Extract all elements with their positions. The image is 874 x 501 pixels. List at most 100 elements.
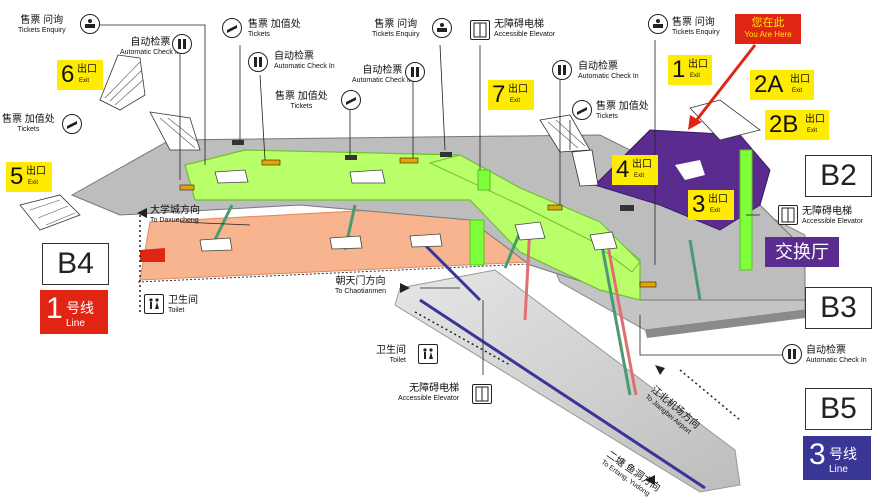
exit-5-en: Exit [28,180,39,186]
label-accessible-elevator-b5: 无障碍电梯 Accessible Elevator [398,383,460,402]
stair-hatching [29,61,586,226]
service-counters [232,140,634,211]
label-cn: 自动检票 [274,51,314,62]
exit-2b-en: Exit [807,128,818,134]
label-en: Tickets Enquiry [18,26,66,34]
exit-1-en: Exit [690,73,701,79]
label-tickets-enquiry-right: 售票 问询 Tickets Enquiry [672,17,720,36]
level-b5: B5 [805,388,872,430]
label-accessible-elevator-top: 无障碍电梯 Accessible Elevator [494,19,555,38]
label-cn: 卫生间 [168,295,198,306]
toilet-icon [144,294,164,314]
ticket-machine-icon [222,18,242,38]
label-auto-checkin-center2: 自动检票 Automatic Check In [352,65,413,84]
ticket-machine-icon [572,100,592,120]
you-are-here-en: You Are Here [744,30,792,39]
exit-4: 4 出口 Exit [612,155,658,185]
exit-7: 7 出口 Exit [488,80,534,110]
label-tickets-center: 售票 加值处 Tickets [275,91,328,110]
exit-2b-number: 2B [769,111,799,138]
exit-1-cn: 出口 [688,59,708,70]
label-en: Automatic Check In [806,356,867,364]
label-cn: 自动检票 [130,37,171,48]
direction-cn: 大学城方向 [150,205,200,216]
exit-3-number: 3 [692,191,706,218]
line3-track [419,298,706,490]
line1-platform-stripe [140,248,165,262]
label-toilet-b5: 卫生间 Toilet [376,345,406,364]
ticket-office-icon [432,18,452,38]
ticket-office-icon [648,14,668,34]
you-are-here-badge: 您在此 You Are Here [735,14,801,44]
label-cn: 售票 加值处 [2,114,55,125]
direction-chaotianmen: 朝天门方向 To Chaotianmen [335,276,386,295]
line1-number: 1 [46,292,63,325]
elevator-icon [778,205,798,225]
label-cn: 自动检票 [362,65,403,76]
gate-icon [405,62,425,82]
stairs [19,54,761,231]
ticket-machine-icon [341,90,361,110]
label-toilet-b4: 卫生间 Toilet [168,295,198,314]
line3-badge: 3 号线 Line [803,436,871,480]
transfer-hall-label: 交换厅 [765,237,839,267]
label-auto-checkin-right-bottom: 自动检票 Automatic Check In [806,345,867,364]
label-tickets-right: 售票 加值处 Tickets [596,101,649,120]
direction-cn: 朝天门方向 [335,276,386,287]
level-b3: B3 [805,287,872,329]
direction-en: To Daxuecheng [150,216,199,224]
exit-2a-number: 2A [754,71,784,98]
exit-4-en: Exit [634,173,645,179]
label-cn: 售票 加值处 [248,19,301,30]
direction-arrows [137,208,665,485]
exit-7-cn: 出口 [508,84,528,95]
exit-7-number: 7 [492,81,506,108]
label-en: Tickets Enquiry [372,30,420,38]
exit-3-cn: 出口 [708,194,728,205]
label-cn: 售票 加值处 [596,101,649,112]
label-en: Accessible Elevator [398,394,460,402]
line1-edge [137,263,531,283]
exit-2a-cn: 出口 [790,74,810,85]
gate-icon [782,344,802,364]
green-concourse [184,149,641,301]
gate-icon [172,34,192,54]
label-en: Automatic Check In [120,48,181,56]
line1-cn: 号线 [66,300,94,316]
exit-5-cn: 出口 [26,166,46,177]
label-tickets-enquiry-center: 售票 问询 Tickets Enquiry [372,19,420,38]
exit-1: 1 出口 Exit [668,55,712,85]
level-b2: B2 [805,155,872,197]
dotted-lines [139,215,741,421]
exit-4-cn: 出口 [632,159,652,170]
label-auto-checkin-center: 自动检票 Automatic Check In [274,51,335,70]
exit-5: 5 出口 Exit [6,162,52,192]
label-auto-checkin-right-top: 自动检票 Automatic Check In [578,61,639,80]
label-en: Automatic Check In [274,62,335,70]
label-en: Tickets Enquiry [672,28,720,36]
you-are-here-cn: 您在此 [751,17,785,29]
direction-en: To Chaotianmen [335,287,386,295]
exit-1-number: 1 [672,56,686,83]
exit-5-number: 5 [10,163,24,190]
line1-en: Line [66,318,85,329]
label-cn: 无障碍电梯 [409,383,460,394]
label-cn: 无障碍电梯 [802,206,852,217]
label-en: Tickets [17,125,40,133]
level-b4: B4 [42,243,109,285]
line3-cn: 号线 [829,446,857,462]
b3-floor-edge [645,310,805,338]
ticket-office-icon [80,14,100,34]
line3-number: 3 [809,438,826,471]
label-en: Toilet [168,306,185,314]
label-cn: 售票 问询 [374,19,418,30]
label-tickets-enquiry-left: 售票 问询 Tickets Enquiry [18,15,66,34]
elevator-shafts [469,149,753,271]
exit-6: 6 出口 Exit [57,60,103,90]
label-en: Accessible Elevator [802,217,864,225]
label-cn: 售票 加值处 [275,91,328,102]
direction-daxuecheng: 大学城方向 To Daxuecheng [150,205,200,224]
escalators [208,204,702,396]
elevator-icon [470,20,490,40]
